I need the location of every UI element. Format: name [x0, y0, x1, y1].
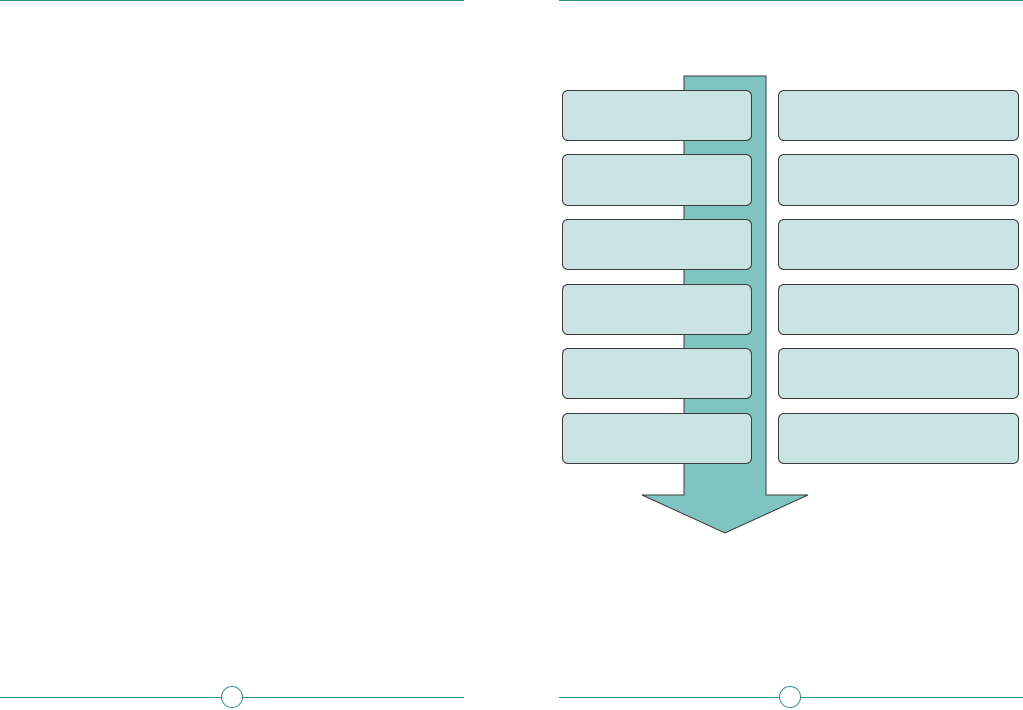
left-step-box — [562, 284, 752, 335]
page-number-badge — [779, 686, 801, 708]
left-step-box — [562, 219, 752, 270]
top-rule — [559, 0, 1023, 1]
left-page — [0, 0, 464, 708]
right-step-box — [778, 219, 1019, 270]
top-rule — [0, 0, 464, 1]
left-step-box — [562, 154, 752, 206]
right-step-box — [778, 348, 1019, 399]
left-step-box — [562, 413, 752, 464]
right-page — [512, 0, 1023, 710]
right-step-box — [778, 284, 1019, 335]
right-step-box — [778, 154, 1019, 206]
right-step-box — [778, 90, 1019, 141]
left-step-box — [562, 348, 752, 399]
right-step-box — [778, 413, 1019, 464]
page-number-badge — [221, 686, 243, 708]
left-step-box — [562, 90, 752, 141]
